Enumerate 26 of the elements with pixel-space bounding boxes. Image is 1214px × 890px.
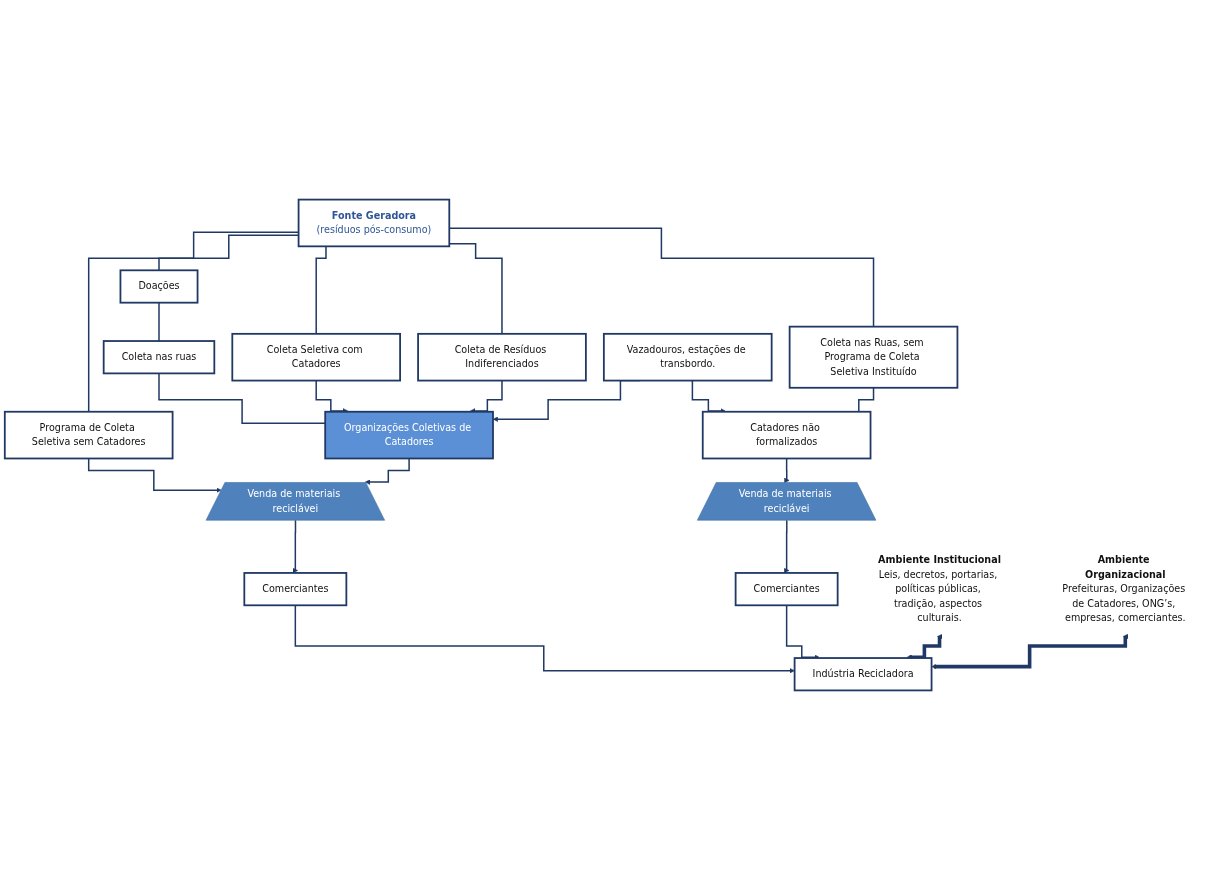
node-box: Indústria Recicladora: [793, 657, 933, 692]
node-box: Coleta nas Ruas, sem Programa de Coleta Seletiva Instituído: [788, 325, 959, 389]
arrow: [364, 457, 410, 485]
node-box: Organizações Coletivas de Catadores: [324, 410, 494, 460]
arrow: [931, 634, 1128, 670]
node-box: Doações: [119, 269, 199, 304]
connector: [158, 301, 160, 342]
arrow: [784, 519, 790, 574]
node-box: Programa de Coleta Seletiva sem Catadores: [3, 410, 174, 460]
arrow: [87, 457, 222, 493]
arrow: [784, 457, 790, 483]
node-box: Comerciantes: [734, 572, 839, 607]
arrow: [294, 604, 795, 674]
node-box: Comerciantes: [243, 572, 348, 607]
node-box: Coleta nas ruas: [102, 340, 216, 375]
node-box: Vazadouros, estações de transbordo.: [602, 332, 773, 382]
arrow: [292, 519, 298, 574]
node-text: Ambiente Organizacional Prefeituras, Organizações de Catadores, ONG’s, empresas, comerciantes.: [1062, 554, 1186, 624]
node-box: Fonte Geradora (resíduos pós-consumo): [297, 198, 451, 248]
node-box: Catadores não formalizados: [701, 410, 872, 460]
node-box: Coleta Seletiva com Catadores: [231, 332, 401, 382]
node-box: Coleta de Resíduos Indiferenciados: [417, 332, 587, 382]
arrow: [906, 634, 943, 660]
arrow: [785, 604, 820, 660]
node-text: Ambiente Institucional Leis, decretos, portarias, políticas públicas, tradição, aspectos culturais.: [878, 554, 1001, 624]
connector: [158, 372, 326, 424]
